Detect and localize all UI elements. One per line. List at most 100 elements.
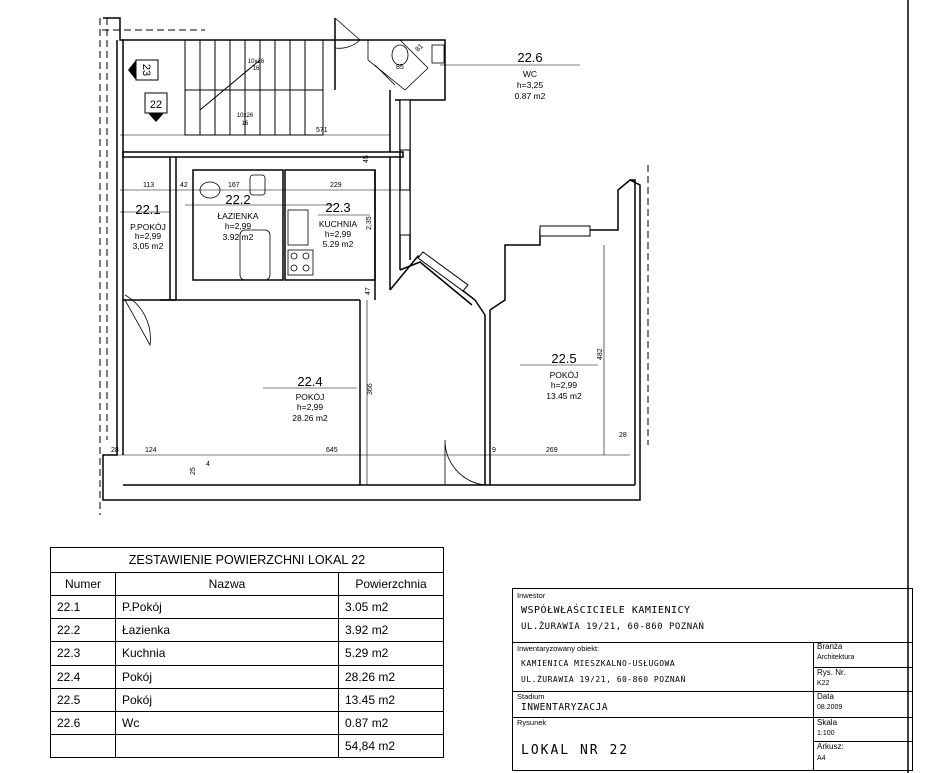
- room-area: 28.26 m2: [292, 413, 328, 423]
- svg-text:16: 16: [253, 66, 260, 72]
- stair-level-markers: 23 22: [128, 59, 168, 122]
- date-cell: Data 08.2009: [813, 692, 913, 718]
- dim-label: 113: [143, 182, 154, 189]
- room-name: ŁAZIENKA: [217, 211, 258, 221]
- column-header: Numer: [50, 572, 116, 597]
- room-name: POKÓJ: [550, 370, 579, 380]
- dim-label: 81: [414, 43, 425, 54]
- drawing-title: LOKAL NR 22: [521, 743, 630, 758]
- cell-area: 3.05 m2: [338, 595, 444, 620]
- scale-cell: Skala 1:100: [813, 718, 913, 742]
- dimension-lines: [110, 64, 630, 485]
- sheet-format-value: A4: [817, 755, 826, 762]
- room-name: POKÓJ: [296, 392, 325, 402]
- table-row: 22.3 Kuchnia 5.29 m2: [50, 641, 444, 666]
- investor-section: Inwestor WSPÓŁWŁAŚCICIELE KAMIENICY UL.Ż…: [513, 589, 912, 643]
- cell-name: Pokój: [115, 664, 339, 689]
- room-name: WC: [523, 69, 537, 79]
- room-name: P.POKÓJ: [130, 222, 166, 232]
- svg-text:16: 16: [242, 121, 249, 127]
- stair-lower-note: 10x26: [237, 113, 254, 119]
- cell-name: Kuchnia: [115, 641, 339, 666]
- dim-label: 571: [316, 127, 328, 134]
- date-value: 08.2009: [817, 704, 843, 711]
- stage-section: Stadium INWENTARYZACJA: [513, 691, 813, 718]
- total-area: 54,84 m2: [338, 733, 444, 759]
- object-name: KAMIENICA MIESZKALNO-USŁUGOWA: [521, 659, 676, 668]
- room-labels: 22.1 P.POKÓJ h=2,99 3,05 m2 22.2 ŁAZIENK…: [130, 50, 582, 423]
- dim-label: 482: [597, 348, 604, 360]
- dim-label: 25: [190, 467, 197, 475]
- office-cell: Branża Architektura: [813, 642, 913, 668]
- dim-label: 47: [365, 287, 372, 295]
- room-height: h=2,99: [551, 380, 578, 390]
- stage-label: Stadium: [517, 692, 545, 701]
- office-value: Architektura: [817, 654, 855, 661]
- room-area: 13.45 m2: [546, 391, 582, 401]
- sheet-number-value: K22: [817, 680, 830, 687]
- cell-name: Pokój: [115, 687, 339, 712]
- outer-walls: [102, 17, 641, 501]
- sheet-number-label: Rys. Nr.: [817, 668, 846, 677]
- table-row: 22.5 Pokój 13.45 m2: [50, 687, 444, 712]
- dim-label: 645: [326, 447, 338, 454]
- staircase: [184, 39, 324, 136]
- dim-label: 28: [111, 447, 119, 454]
- cell-number: 22.3: [50, 641, 116, 666]
- room-height: h=2,99: [325, 229, 352, 239]
- room-height: h=3,25: [517, 80, 544, 90]
- windows: [399, 99, 591, 292]
- cell-number: 22.4: [50, 664, 116, 689]
- dim-label: 167: [228, 182, 240, 189]
- area-summary-table: ZESTAWIENIE POWIERZCHNI LOKAL 22 Numer N…: [50, 546, 444, 759]
- room-height: h=2,99: [135, 231, 162, 241]
- stair-up-label: 23: [140, 64, 152, 76]
- table-row: 22.2 Łazienka 3.92 m2: [50, 618, 444, 643]
- stage-value: INWENTARYZACJA: [521, 702, 609, 713]
- room-area: 0.87 m2: [515, 91, 546, 101]
- sheet-number-cell: Rys. Nr. K22: [813, 668, 913, 692]
- sheet-format-cell: Arkusz: A4: [813, 742, 913, 770]
- dim-label: 269: [546, 447, 558, 454]
- cell-number: 22.2: [50, 618, 116, 643]
- room-number: 22.4: [297, 374, 322, 389]
- scale-value: 1:100: [817, 730, 835, 737]
- dim-label: 4: [206, 461, 210, 468]
- dim-label: 2,35: [366, 216, 373, 230]
- cell-number: 22.6: [50, 710, 116, 735]
- cell-number: 22.1: [50, 595, 116, 620]
- cell-area: 0.87 m2: [338, 710, 444, 735]
- dim-label: 85: [396, 64, 404, 71]
- drawing-section: Rysunek LOKAL NR 22: [513, 717, 813, 770]
- table-total-row: 54,84 m2: [50, 733, 444, 759]
- cell-name: Wc: [115, 710, 339, 735]
- office-label: Branża: [817, 642, 843, 651]
- object-section: Inwentaryzowany obiekt: KAMIENICA MIESZK…: [513, 642, 813, 692]
- kitchen-fixtures: [287, 209, 314, 276]
- table-title: ZESTAWIENIE POWIERZCHNI LOKAL 22: [50, 546, 444, 574]
- table-row: 22.6 Wc 0.87 m2: [50, 710, 444, 735]
- room-number: 22.1: [135, 202, 160, 217]
- cell-area: 13.45 m2: [338, 687, 444, 712]
- cell-area: 3.92 m2: [338, 618, 444, 643]
- room-area: 3.92 m2: [223, 232, 254, 242]
- dim-label: 28: [619, 432, 627, 439]
- wc-fixtures: [367, 39, 445, 91]
- dim-label: 42: [180, 182, 188, 189]
- investor-name: WSPÓŁWŁAŚCICIELE KAMIENICY: [521, 605, 691, 616]
- dim-label: 366: [367, 383, 374, 395]
- room-number: 22.6: [517, 50, 542, 65]
- cell-number: 22.5: [50, 687, 116, 712]
- column-header: Powierzchnia: [338, 572, 444, 597]
- neighbour-outline: [99, 18, 649, 515]
- cell-name: P.Pokój: [115, 595, 339, 620]
- dimension-labels: 571 45 113 42 167 229 2,35 47 366 28 124…: [111, 43, 627, 475]
- column-header: Nazwa: [115, 572, 339, 597]
- dim-label: 45: [363, 155, 370, 163]
- investor-address: UL.ŻURAWIA 19/21, 60-860 POZNAŃ: [521, 622, 705, 632]
- scale-label: Skala: [817, 718, 838, 727]
- dim-label: 124: [145, 447, 157, 454]
- drawing-label: Rysunek: [517, 718, 547, 727]
- investor-label: Inwestor: [517, 591, 546, 600]
